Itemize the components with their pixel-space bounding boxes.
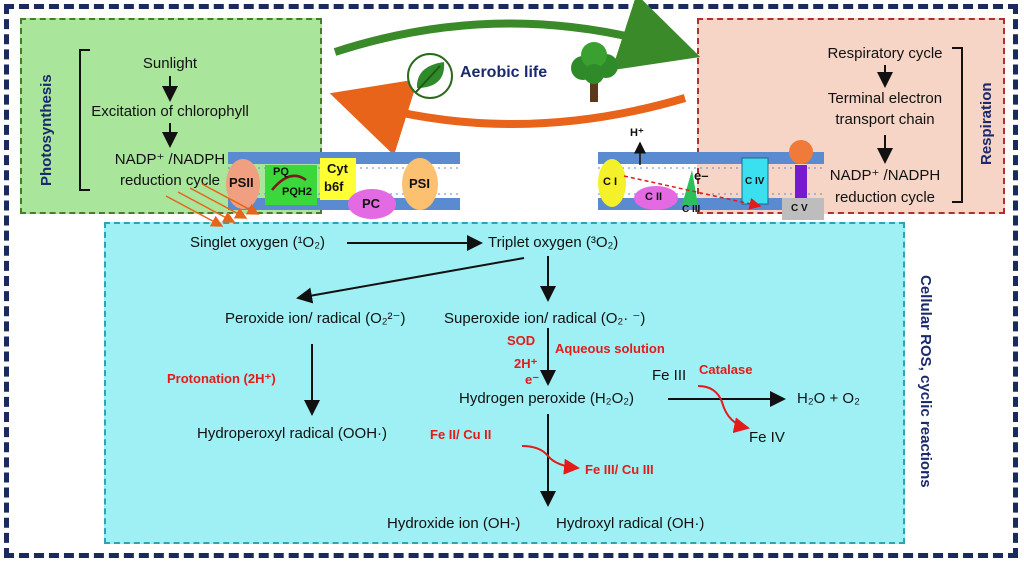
pq-box	[265, 165, 317, 205]
cyt-label: Cyt	[327, 161, 348, 176]
aqueous-label: Aqueous solution	[555, 341, 665, 356]
electron-ros-label: e⁻	[525, 372, 540, 387]
fe4-label: Fe IV	[749, 429, 785, 446]
civ-box	[741, 157, 769, 205]
singlet-oxygen: Singlet oxygen (¹O₂)	[190, 234, 326, 251]
cycle-arrow-green	[333, 0, 701, 71]
resp-step-cycle: Respiratory cycle	[827, 45, 943, 62]
photo-bracket	[79, 49, 90, 191]
ci-label: C I	[603, 176, 618, 188]
cii-shape	[634, 186, 678, 210]
fe2cu2-label: Fe II/ Cu II	[430, 427, 492, 442]
hydroxide-ion: Hydroxide ion (OH-)	[387, 515, 521, 532]
arrow-catalase-red	[697, 385, 750, 434]
protonation-label: Protonation (2H⁺)	[167, 371, 276, 386]
pqh2-label: PQH2	[282, 186, 312, 198]
tree-icon	[571, 42, 618, 102]
resp-step-reduction: reduction cycle	[834, 189, 936, 206]
hydroxyl-radical: Hydroxyl radical (OH·)	[556, 515, 705, 532]
resp-step-transport: transport chain	[835, 111, 935, 128]
ciii-label: C III	[682, 204, 701, 215]
cii-label: C II	[645, 191, 663, 203]
light-arrows	[165, 183, 260, 227]
arrow-fenton-red	[521, 445, 580, 475]
pc-shape	[348, 189, 396, 219]
cv-head	[789, 140, 813, 164]
hydrogen-peroxide: Hydrogen peroxide (H₂O₂)	[459, 390, 635, 407]
hydroperoxyl-radical: Hydroperoxyl radical (OOH·)	[197, 425, 388, 442]
triplet-oxygen: Triplet oxygen (³O₂)	[488, 234, 619, 251]
psi-shape	[402, 158, 438, 210]
photo-step-sunlight: Sunlight	[142, 55, 198, 72]
resp-bracket	[952, 47, 963, 203]
aerobic-life-title: Aerobic life	[460, 64, 548, 81]
cyt-b6f-box	[320, 158, 356, 200]
catalase-label: Catalase	[699, 362, 753, 377]
cv-stalk	[795, 165, 807, 203]
resp-step-nadp: NADP⁺ /NADPH	[829, 167, 941, 184]
pq-cycle-arrow	[271, 174, 307, 191]
photo-step-nadp: NADP⁺ /NADPH	[114, 151, 226, 168]
ci-shape	[598, 159, 626, 207]
cv-label: C V	[791, 203, 808, 214]
ros-panel	[104, 222, 905, 544]
resp-step-terminal: Terminal electron	[827, 90, 943, 107]
proton-label: H⁺	[630, 127, 644, 139]
electron-path	[623, 175, 762, 210]
civ-label: C IV	[745, 176, 765, 187]
cv-base	[782, 198, 824, 220]
b6f-label: b6f	[324, 179, 344, 194]
sod-label: SOD	[507, 333, 536, 348]
leaf-icon	[407, 53, 453, 99]
peroxide-ion: Peroxide ion/ radical (O₂²⁻)	[225, 310, 406, 327]
pq-label: PQ	[273, 166, 289, 178]
psii-label: PSII	[229, 175, 254, 190]
superoxide-ion: Superoxide ion/ radical (O₂· ⁻)	[444, 310, 646, 327]
arrow-triplet-peroxide	[296, 257, 525, 304]
ciii-shape	[682, 170, 698, 205]
psii-shape	[226, 159, 260, 209]
photo-step-reduction: reduction cycle	[119, 172, 221, 189]
fe3cu3-label: Fe III/ Cu III	[585, 462, 654, 477]
fe3-label: Fe III	[652, 367, 687, 384]
two-h-label: 2H⁺	[514, 356, 538, 371]
cycle-arrow-orange	[329, 79, 687, 156]
photo-step-excitation: Excitation of chlorophyll	[91, 103, 249, 120]
psi-label: PSI	[409, 176, 430, 191]
pc-label: PC	[362, 196, 381, 211]
outer-frame	[4, 4, 1018, 558]
electron-label: e–	[694, 168, 709, 183]
water-oxygen: H₂O + O₂	[797, 390, 860, 407]
